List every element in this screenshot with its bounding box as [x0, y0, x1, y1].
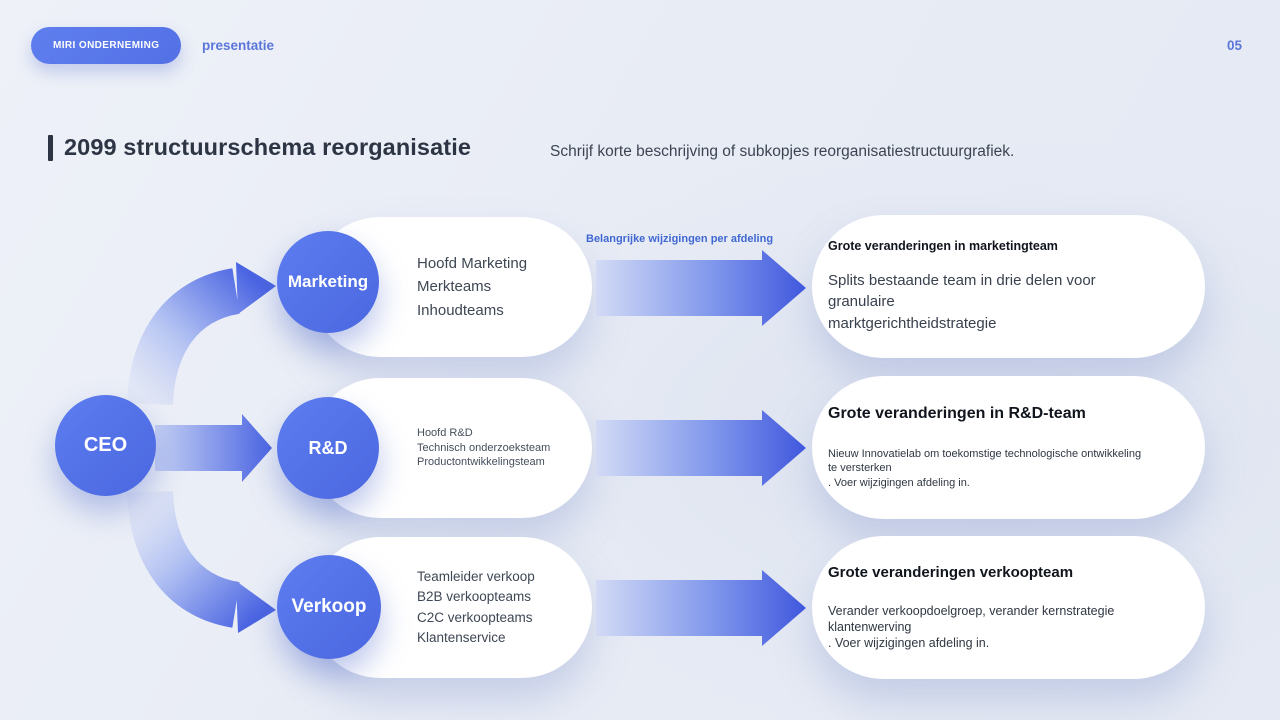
team-item: Teamleider verkoop [417, 569, 535, 584]
ceo-node: CEO [55, 395, 156, 496]
rd-label: R&D [308, 437, 348, 458]
change-body: Splits bestaande team in drie delen voor… [828, 272, 1096, 332]
verkoop-node: Verkoop [277, 555, 381, 659]
change-body: Verander verkoopdoelgroep, verander kern… [828, 604, 1115, 650]
page-subtitle: Schrijf korte beschrijving of subkopjes … [550, 143, 1015, 160]
marketing-node: Marketing [277, 231, 379, 333]
arrow-marketing-changes [596, 250, 806, 326]
team-item: B2B verkoopteams [417, 589, 532, 605]
team-item: Technisch onderzoeksteam [417, 441, 551, 454]
arrow-ceo-to-marketing [127, 262, 276, 406]
team-item: Hoofd Marketing [417, 254, 528, 272]
marketing-label: Marketing [287, 272, 369, 291]
title-row: 2099 structuurschema reorganisatie [48, 134, 471, 161]
change-title: Grote veranderingen in R&D-team [828, 405, 1086, 423]
brand-badge: MIRI ONDERNEMING [31, 27, 182, 64]
change-title: Grote veranderingen in marketingteam [828, 239, 1058, 254]
arrow-rd-changes [596, 410, 806, 486]
arrow-verkoop-changes [596, 570, 806, 646]
team-item: Hoofd R&D [417, 427, 473, 440]
page-title: 2099 structuurschema reorganisatie [64, 134, 471, 160]
presentation-label: presentatie [202, 38, 275, 53]
rd-team-card: Hoofd R&D Technisch onderzoeksteam Produ… [310, 378, 592, 518]
callout-label: Belangrijke wijzigingen per afdeling [586, 233, 774, 245]
verkoop-label: Verkoop [291, 596, 367, 617]
team-item: C2C verkoopteams [417, 609, 533, 625]
arrow-ceo-to-verkoop [127, 490, 276, 633]
team-item: Inhoudteams [417, 301, 504, 319]
rd-node: R&D [277, 397, 379, 499]
team-item: Klantenservice [417, 629, 506, 645]
arrow-ceo-to-rd [155, 414, 272, 482]
marketing-changes-card: Grote veranderingen in marketingteam Spl… [812, 215, 1205, 358]
ceo-label: CEO [83, 434, 128, 456]
team-item: Merkteams [417, 278, 492, 296]
change-title: Grote veranderingen verkoopteam [828, 564, 1074, 581]
change-body: Nieuw Innovatielab om toekomstige techno… [828, 448, 1142, 489]
verkoop-changes-card: Grote veranderingen verkoopteam Verander… [812, 536, 1205, 679]
brand-label: MIRI ONDERNEMING [53, 40, 160, 51]
team-item: Productontwikkelingsteam [417, 456, 545, 469]
title-accent-bar [48, 134, 53, 161]
page-number: 05 [1227, 38, 1243, 53]
rd-changes-card: Grote veranderingen in R&D-team Nieuw In… [812, 376, 1205, 519]
